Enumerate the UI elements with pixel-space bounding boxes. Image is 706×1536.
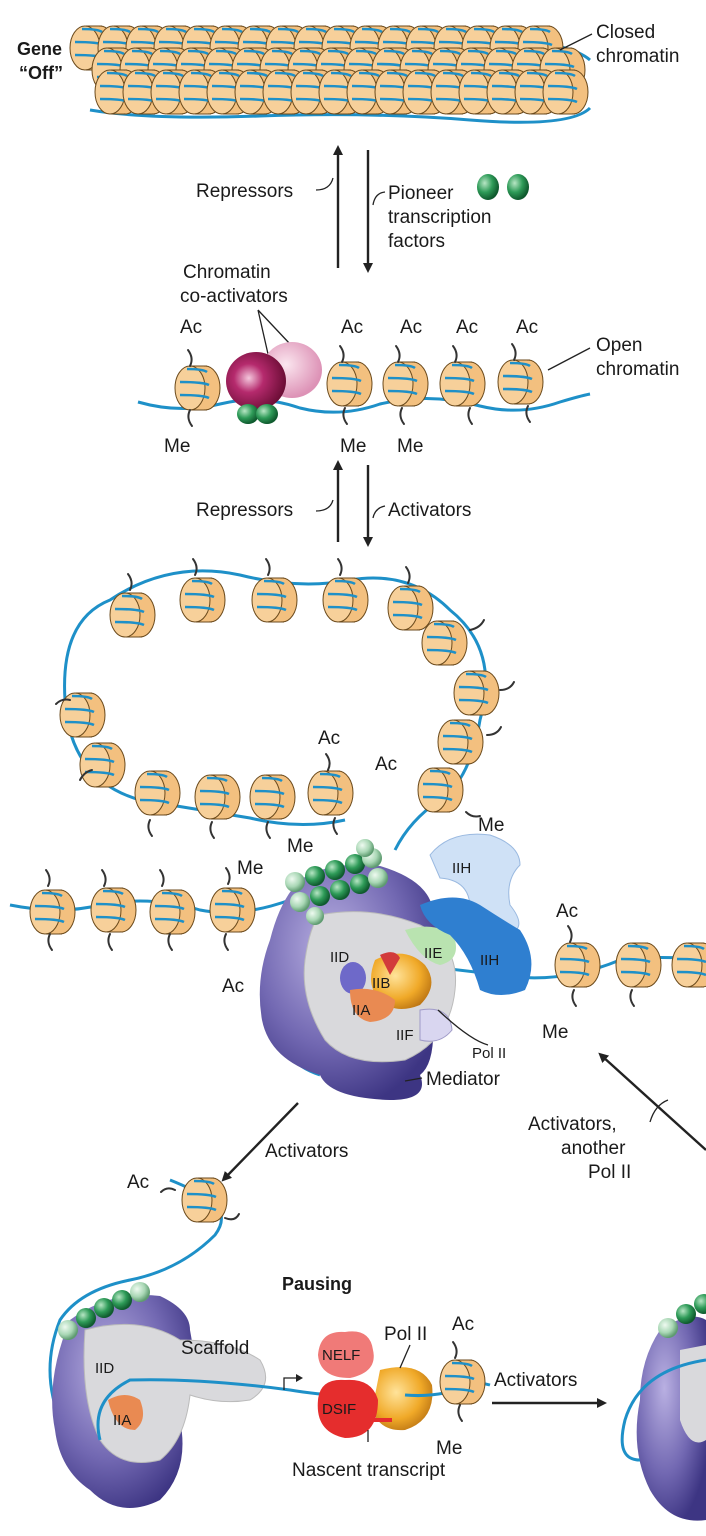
iia-shape <box>350 988 395 1022</box>
mediator-label: Mediator <box>426 1069 501 1090</box>
activator-cluster-pic <box>285 839 388 925</box>
iie-shape <box>405 926 456 965</box>
me-label: Me <box>237 858 263 879</box>
me-label: Me <box>478 815 504 836</box>
ac-label: Ac <box>127 1172 149 1193</box>
activators-label-2: Activators <box>265 1141 348 1162</box>
dsif-label: DSIF <box>322 1401 356 1418</box>
activator-partial <box>676 1304 696 1324</box>
iih-ghost-label: IIH <box>452 860 471 877</box>
histone-tails <box>187 343 531 427</box>
activators-another-label-2: another <box>561 1138 626 1159</box>
coactivator-dark-shape <box>226 352 286 410</box>
activator-partial <box>694 1294 706 1314</box>
ac-label: Ac <box>375 754 397 775</box>
pioneer-factor-icon <box>477 174 499 200</box>
ac-label: Ac <box>452 1314 474 1335</box>
iib-label: IIB <box>372 975 390 992</box>
iie-label: IIE <box>424 945 442 962</box>
loop-tails <box>55 558 515 839</box>
activator-partial <box>658 1318 678 1338</box>
me-label: Me <box>287 836 313 857</box>
pioneer-factor-icon <box>237 404 259 424</box>
iih-label: IIH <box>480 952 499 969</box>
iif-shape <box>419 1008 453 1042</box>
activator-cluster-pausing <box>58 1282 150 1340</box>
arrow-to-pausing <box>221 1102 299 1182</box>
partial-dna <box>620 1358 706 1462</box>
pausing-dna <box>96 1378 341 1441</box>
gene-off-label-2: “Off” <box>19 63 63 83</box>
closed-chromatin-label-1: Closed <box>596 22 655 43</box>
tss-arrowhead-icon <box>296 1374 303 1382</box>
iid-pausing-label: IID <box>95 1360 114 1377</box>
scaffold-label: Scaffold <box>181 1338 249 1359</box>
iia-pausing-label: IIA <box>113 1412 131 1429</box>
pausing-nucleosome-top <box>180 1176 229 1224</box>
me-label: Me <box>542 1022 568 1043</box>
ac-label: Ac <box>180 317 202 338</box>
ac-label: Ac <box>400 317 422 338</box>
loop-nucleosomes <box>58 576 501 821</box>
iif-label: IIF <box>396 1027 414 1044</box>
repressors-label-1: Repressors <box>196 181 293 202</box>
iih-shape <box>420 897 532 995</box>
iid-label: IID <box>330 949 349 966</box>
coactivator-label-2: co-activators <box>180 286 288 307</box>
left-tails <box>45 867 635 1007</box>
me-label: Me <box>397 436 423 457</box>
repressors-label-2: Repressors <box>196 500 293 521</box>
pausing-nucleosome <box>438 1358 487 1406</box>
closed-chromatin-fiber <box>68 24 592 124</box>
iid-shape <box>340 962 366 994</box>
ac-label: Ac <box>516 317 538 338</box>
ac-label: Ac <box>318 728 340 749</box>
me-label: Me <box>340 436 366 457</box>
arrow-reinitiation <box>598 1052 706 1151</box>
pol-ii-pausing-label: Pol II <box>384 1324 427 1345</box>
open-chromatin-label-2: chromatin <box>596 359 679 380</box>
pausing-label: Pausing <box>282 1274 352 1294</box>
activators-another-label-3: Pol II <box>588 1162 631 1183</box>
closed-chromatin-label-2: chromatin <box>596 46 679 67</box>
activators-label-1: Activators <box>388 500 471 521</box>
ac-label: Ac <box>222 976 244 997</box>
pioneer-factor-icon <box>507 174 529 200</box>
nascent-label: Nascent transcript <box>292 1460 446 1481</box>
iib-shape <box>380 952 400 975</box>
nelf-shape <box>318 1331 374 1378</box>
scaffold-partial-shape <box>680 1345 706 1443</box>
ac-label: Ac <box>341 317 363 338</box>
dsif-shape <box>317 1379 378 1438</box>
tss-arrow-icon <box>283 1377 296 1390</box>
pioneer-label-3: factors <box>388 231 445 252</box>
open-chromatin-label-1: Open <box>596 335 642 356</box>
pioneer-label-1: Pioneer <box>388 183 454 204</box>
activators-label-3: Activators <box>494 1370 577 1391</box>
iia-label: IIA <box>352 1002 370 1019</box>
me-label: Me <box>436 1438 462 1459</box>
pol-ii-pausing-shape <box>372 1367 433 1431</box>
nelf-label: NELF <box>322 1347 360 1364</box>
ac-label: Ac <box>556 901 578 922</box>
ac-label: Ac <box>456 317 478 338</box>
coactivator-label-1: Chromatin <box>183 262 271 283</box>
gene-off-label-1: Gene <box>17 39 62 59</box>
iia-pausing-shape <box>108 1395 144 1430</box>
pioneer-label-2: transcription <box>388 207 492 228</box>
pioneer-factor-icon <box>256 404 278 424</box>
activators-another-label-1: Activators, <box>528 1114 617 1135</box>
closed-chromatin-nucleosome <box>541 68 590 116</box>
me-label: Me <box>164 436 190 457</box>
pol-ii-label: Pol II <box>472 1045 506 1062</box>
